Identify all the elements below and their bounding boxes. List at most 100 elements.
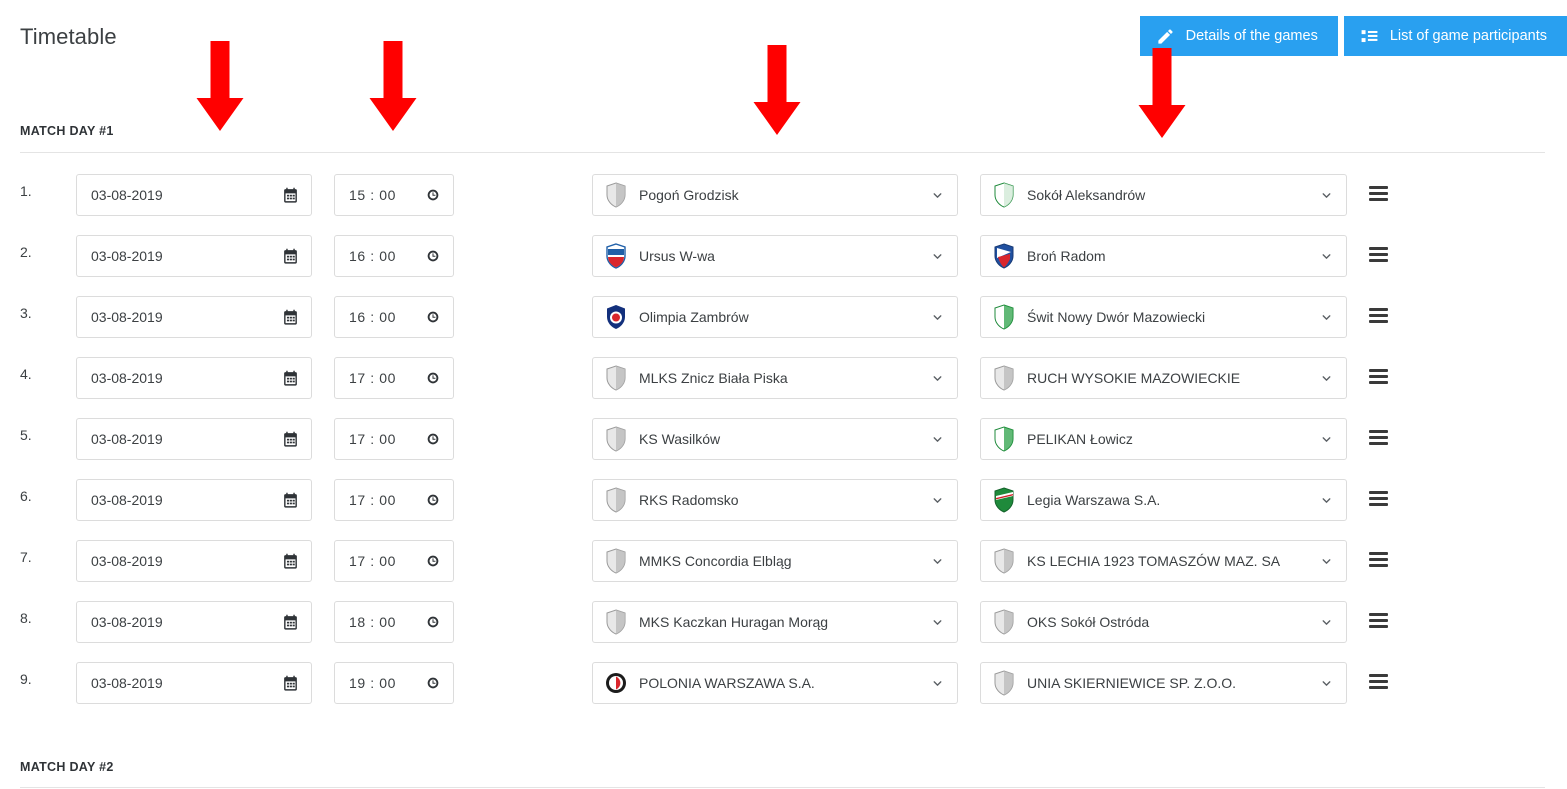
away-team-select[interactable]: Legia Warszawa S.A. <box>980 479 1347 521</box>
home-team-select[interactable]: Pogoń Grodzisk <box>592 174 958 216</box>
clock-icon[interactable] <box>425 309 453 325</box>
match-time-input[interactable]: 15 : 00 <box>334 174 454 216</box>
match-time-input[interactable]: 17 : 00 <box>334 357 454 399</box>
home-team-name: MKS Kaczkan Huragan Morąg <box>639 614 829 630</box>
chevron-down-icon[interactable] <box>931 189 957 202</box>
home-team-name: POLONIA WARSZAWA S.A. <box>639 675 815 691</box>
away-team-select[interactable]: Sokół Aleksandrów <box>980 174 1347 216</box>
chevron-down-icon[interactable] <box>931 677 957 690</box>
chevron-down-icon[interactable] <box>931 433 957 446</box>
chevron-down-icon[interactable] <box>1320 250 1346 263</box>
drag-handle-icon[interactable] <box>1369 613 1388 628</box>
drag-handle-icon[interactable] <box>1369 674 1388 689</box>
chevron-down-icon[interactable] <box>931 372 957 385</box>
chevron-down-icon[interactable] <box>931 250 957 263</box>
chevron-down-icon[interactable] <box>1320 677 1346 690</box>
chevron-down-icon[interactable] <box>931 494 957 507</box>
home-team-logo-icon <box>605 365 627 391</box>
away-team-select[interactable]: Broń Radom <box>980 235 1347 277</box>
match-date-input[interactable]: 03-08-2019 <box>76 235 312 277</box>
chevron-down-icon[interactable] <box>931 616 957 629</box>
away-team-logo-icon <box>993 182 1015 208</box>
match-time-value: 17 : 00 <box>349 370 397 386</box>
list-of-game-participants-button[interactable]: List of game participants <box>1343 16 1567 56</box>
chevron-down-icon[interactable] <box>1320 372 1346 385</box>
chevron-down-icon[interactable] <box>931 311 957 324</box>
match-time-input[interactable]: 16 : 00 <box>334 235 454 277</box>
home-team-select[interactable]: Ursus W-wa <box>592 235 958 277</box>
clock-icon[interactable] <box>425 431 453 447</box>
calendar-icon[interactable] <box>282 431 311 448</box>
home-team-select[interactable]: KS Wasilków <box>592 418 958 460</box>
clock-icon[interactable] <box>425 187 453 203</box>
away-team-name: Broń Radom <box>1027 248 1106 264</box>
match-day-2-heading: MATCH DAY #2 <box>20 760 114 774</box>
match-time-value: 16 : 00 <box>349 309 397 325</box>
match-time-input[interactable]: 17 : 00 <box>334 540 454 582</box>
drag-handle-icon[interactable] <box>1369 491 1388 506</box>
match-date-input[interactable]: 03-08-2019 <box>76 479 312 521</box>
chevron-down-icon[interactable] <box>1320 433 1346 446</box>
calendar-icon[interactable] <box>282 675 311 692</box>
clock-icon[interactable] <box>425 614 453 630</box>
drag-handle-icon[interactable] <box>1369 186 1388 201</box>
home-team-select[interactable]: MLKS Znicz Biała Piska <box>592 357 958 399</box>
away-team-select[interactable]: PELIKAN Łowicz <box>980 418 1347 460</box>
home-team-select[interactable]: RKS Radomsko <box>592 479 958 521</box>
drag-handle-icon[interactable] <box>1369 369 1388 384</box>
drag-handle-icon[interactable] <box>1369 430 1388 445</box>
match-time-input[interactable]: 18 : 00 <box>334 601 454 643</box>
away-team-select[interactable]: Świt Nowy Dwór Mazowiecki <box>980 296 1347 338</box>
away-team-select[interactable]: KS LECHIA 1923 TOMASZÓW MAZ. SA <box>980 540 1347 582</box>
drag-handle-icon[interactable] <box>1369 552 1388 567</box>
match-date-input[interactable]: 03-08-2019 <box>76 174 312 216</box>
calendar-icon[interactable] <box>282 309 311 326</box>
drag-handle-icon[interactable] <box>1369 308 1388 323</box>
match-time-input[interactable]: 17 : 00 <box>334 418 454 460</box>
calendar-icon[interactable] <box>282 370 311 387</box>
home-team-select[interactable]: Olimpia Zambrów <box>592 296 958 338</box>
chevron-down-icon[interactable] <box>1320 189 1346 202</box>
chevron-down-icon[interactable] <box>931 555 957 568</box>
match-time-input[interactable]: 17 : 00 <box>334 479 454 521</box>
match-date-input[interactable]: 03-08-2019 <box>76 601 312 643</box>
calendar-icon[interactable] <box>282 248 311 265</box>
chevron-down-icon[interactable] <box>1320 494 1346 507</box>
away-team-select[interactable]: UNIA SKIERNIEWICE SP. Z.O.O. <box>980 662 1347 704</box>
match-date-value: 03-08-2019 <box>91 675 163 691</box>
row-number: 7. <box>20 549 32 565</box>
match-date-input[interactable]: 03-08-2019 <box>76 418 312 460</box>
chevron-down-icon[interactable] <box>1320 555 1346 568</box>
match-date-input[interactable]: 03-08-2019 <box>76 662 312 704</box>
match-date-input[interactable]: 03-08-2019 <box>76 296 312 338</box>
home-team-select[interactable]: MKS Kaczkan Huragan Morąg <box>592 601 958 643</box>
header-actions: Details of the games List of game partic… <box>1139 16 1567 56</box>
chevron-down-icon[interactable] <box>1320 311 1346 324</box>
clock-icon[interactable] <box>425 553 453 569</box>
home-team-select[interactable]: POLONIA WARSZAWA S.A. <box>592 662 958 704</box>
match-date-input[interactable]: 03-08-2019 <box>76 540 312 582</box>
row-number: 5. <box>20 427 32 443</box>
calendar-icon[interactable] <box>282 553 311 570</box>
clock-icon[interactable] <box>425 492 453 508</box>
calendar-icon[interactable] <box>282 492 311 509</box>
drag-handle-icon[interactable] <box>1369 247 1388 262</box>
home-team-select[interactable]: MMKS Concordia Elbląg <box>592 540 958 582</box>
calendar-icon[interactable] <box>282 614 311 631</box>
calendar-icon[interactable] <box>282 187 311 204</box>
clock-icon[interactable] <box>425 248 453 264</box>
match-time-input[interactable]: 16 : 00 <box>334 296 454 338</box>
match-time-input[interactable]: 19 : 00 <box>334 662 454 704</box>
details-of-the-games-button[interactable]: Details of the games <box>1139 16 1338 56</box>
arrow-to-date-column <box>196 41 244 131</box>
match-time-value: 16 : 00 <box>349 248 397 264</box>
away-team-select[interactable]: RUCH WYSOKIE MAZOWIECKIE <box>980 357 1347 399</box>
away-team-select[interactable]: OKS Sokół Ostróda <box>980 601 1347 643</box>
clock-icon[interactable] <box>425 675 453 691</box>
match-date-input[interactable]: 03-08-2019 <box>76 357 312 399</box>
home-team-name: KS Wasilków <box>639 431 721 447</box>
chevron-down-icon[interactable] <box>1320 616 1346 629</box>
match-date-value: 03-08-2019 <box>91 248 163 264</box>
clock-icon[interactable] <box>425 370 453 386</box>
home-team-name: MMKS Concordia Elbląg <box>639 553 792 569</box>
